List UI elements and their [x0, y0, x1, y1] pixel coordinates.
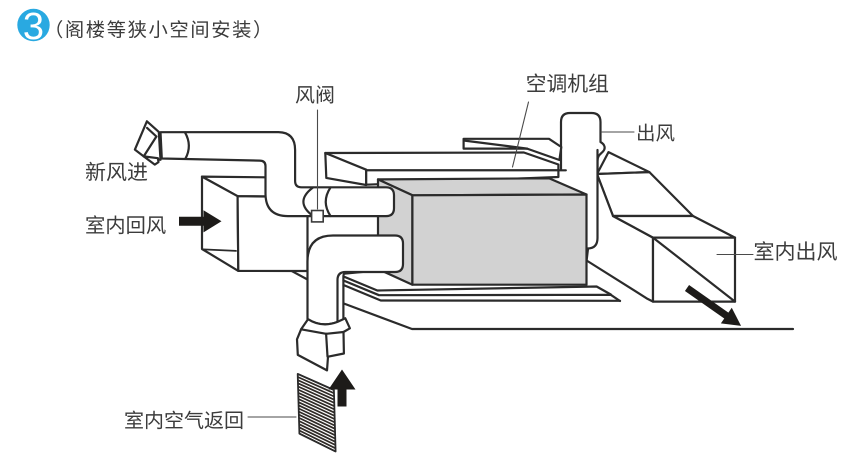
svg-text:3: 3: [23, 6, 44, 48]
